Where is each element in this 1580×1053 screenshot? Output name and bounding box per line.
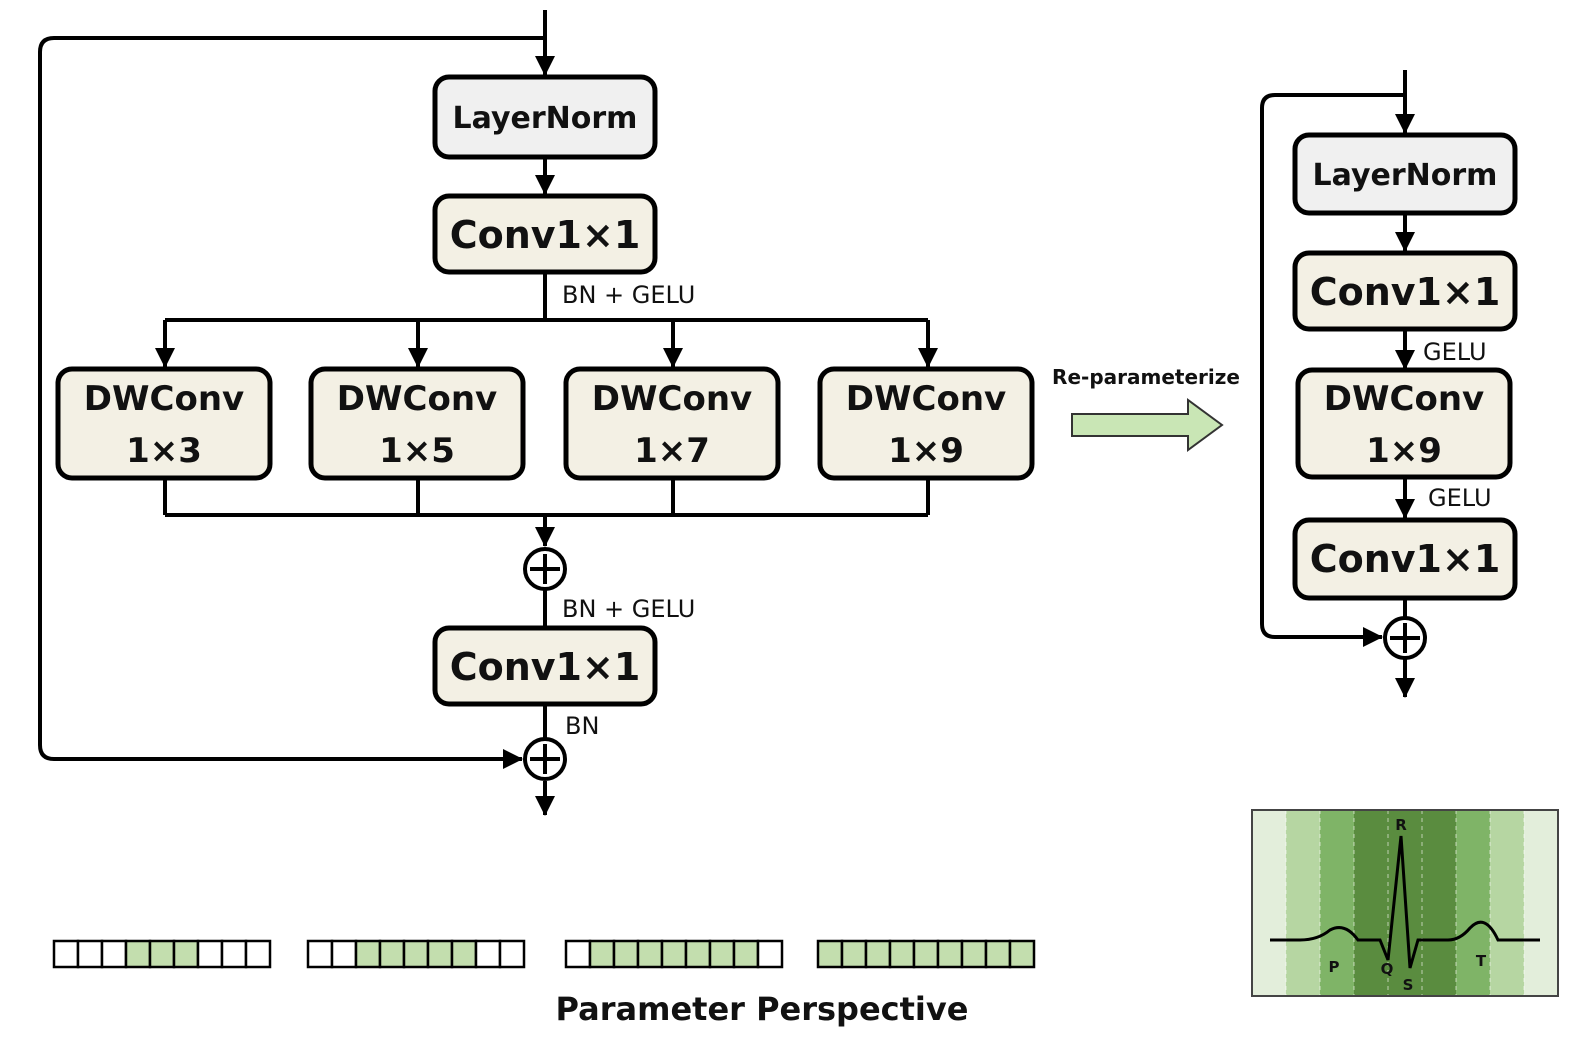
kernel-cell: [124, 939, 152, 969]
dwconv-title-2: DWConv: [337, 379, 497, 419]
dwconv-kernel-2: 1×5: [379, 431, 455, 471]
kernel-cell: [148, 939, 176, 969]
kernel-cell: [402, 939, 430, 969]
parameter-perspective-bars: [52, 939, 1036, 969]
kernel-cell: [306, 939, 334, 969]
conv-bottom-box-right: Conv1×1: [1292, 517, 1518, 601]
kernel-cell: [474, 939, 502, 969]
ecg-band: [1320, 810, 1355, 996]
conv-top-label-left: Conv1×1: [450, 213, 641, 257]
kernel-cell: [660, 939, 688, 969]
bn-gelu-bottom-label: BN + GELU: [562, 595, 695, 623]
ecg-band: [1286, 810, 1321, 996]
dwconv-box-4: DWConv 1×9: [817, 366, 1035, 481]
conv-bottom-label-right: Conv1×1: [1310, 537, 1501, 581]
ecg-band: [1354, 810, 1389, 996]
reparameterize-arrow: [1071, 398, 1224, 452]
kernel-cell: [840, 939, 868, 969]
ecg-band: [1422, 810, 1457, 996]
ecg-band: [1490, 810, 1525, 996]
kernel-cell: [1008, 939, 1036, 969]
kernel-cell: [960, 939, 988, 969]
conv-top-label-right: Conv1×1: [1310, 270, 1501, 314]
left-block: [38, 10, 938, 816]
kernel-cell: [244, 939, 272, 969]
ecg-band: [1456, 810, 1491, 996]
reparameterize-label: Re-parameterize: [1052, 365, 1240, 389]
parameter-perspective-caption: Parameter Perspective: [556, 990, 969, 1028]
kernel-cell: [612, 939, 640, 969]
kernel-cell: [816, 939, 844, 969]
kernel-cell: [330, 939, 358, 969]
gelu-label-1: GELU: [1423, 338, 1487, 366]
ecg-dividers: [1285, 810, 1525, 996]
dwconv-kernel-right: 1×9: [1366, 431, 1442, 471]
ecg-label-p: P: [1329, 958, 1340, 976]
kernel-cell: [888, 939, 916, 969]
kernel-cell: [912, 939, 940, 969]
residual-skip-line-right: [1260, 93, 1405, 647]
dwconv-title-right: DWConv: [1324, 379, 1484, 419]
kernel-cell: [220, 939, 248, 969]
kernel-cell: [196, 939, 224, 969]
kernel-cell: [172, 939, 200, 969]
bn-label: BN: [565, 712, 599, 740]
residual-skip-line: [38, 36, 545, 769]
dwconv-kernel-1: 1×3: [126, 431, 202, 471]
ecg-label-q: Q: [1381, 960, 1394, 978]
ecg-waveform: [1270, 835, 1540, 969]
kernel-cell: [498, 939, 526, 969]
layernorm-label-right: LayerNorm: [1313, 158, 1498, 193]
layernorm-label-left: LayerNorm: [453, 101, 638, 136]
kernel-cell: [684, 939, 712, 969]
kernel-cell: [378, 939, 406, 969]
kernel-cell: [708, 939, 736, 969]
kernel-cell: [636, 939, 664, 969]
ecg-panel-border: [1251, 809, 1559, 997]
kernel-cell: [426, 939, 454, 969]
layernorm-box-right: LayerNorm: [1292, 132, 1518, 216]
ecg-bands: [1252, 810, 1559, 996]
conv-bottom-box-left: Conv1×1: [432, 625, 658, 707]
kernel-cell: [732, 939, 760, 969]
dwconv-kernel-3: 1×7: [634, 431, 710, 471]
dwconv-box-2: DWConv 1×5: [308, 366, 526, 481]
conv-top-box-right: Conv1×1: [1292, 250, 1518, 332]
sum-node-branches: [523, 547, 567, 591]
ecg-band: [1252, 810, 1287, 996]
ecg-panel: P Q R S T: [1251, 809, 1559, 997]
kernel-cell: [450, 939, 478, 969]
kernel-cell: [936, 939, 964, 969]
kernel-cell: [354, 939, 382, 969]
ecg-label-r: R: [1395, 816, 1407, 834]
dwconv-kernel-4: 1×9: [888, 431, 964, 471]
sum-node-residual-right: [1383, 616, 1427, 660]
sum-node-residual-left: [523, 737, 567, 781]
conv-bottom-label-left: Conv1×1: [450, 645, 641, 689]
right-block: [1260, 70, 1415, 698]
ecg-label-t: T: [1476, 952, 1487, 970]
dwconv-box-3: DWConv 1×7: [563, 366, 781, 481]
dwconv-box-right: DWConv 1×9: [1295, 367, 1513, 480]
gelu-label-2: GELU: [1428, 484, 1492, 512]
dwconv-title-4: DWConv: [846, 379, 1006, 419]
bn-gelu-top-label: BN + GELU: [562, 281, 695, 309]
kernel-cell: [588, 939, 616, 969]
dwconv-title-3: DWConv: [592, 379, 752, 419]
kernel-cell: [52, 939, 80, 969]
layernorm-box-left: LayerNorm: [432, 74, 658, 160]
kernel-cell: [76, 939, 104, 969]
kernel-cell: [984, 939, 1012, 969]
ecg-label-s: S: [1403, 976, 1414, 994]
kernel-cell: [564, 939, 592, 969]
conv-top-box-left: Conv1×1: [432, 193, 658, 275]
dwconv-box-1: DWConv 1×3: [55, 366, 273, 481]
ecg-band: [1524, 810, 1559, 996]
kernel-cell: [100, 939, 128, 969]
kernel-cell: [756, 939, 784, 969]
kernel-cell: [864, 939, 892, 969]
dwconv-title-1: DWConv: [84, 379, 244, 419]
